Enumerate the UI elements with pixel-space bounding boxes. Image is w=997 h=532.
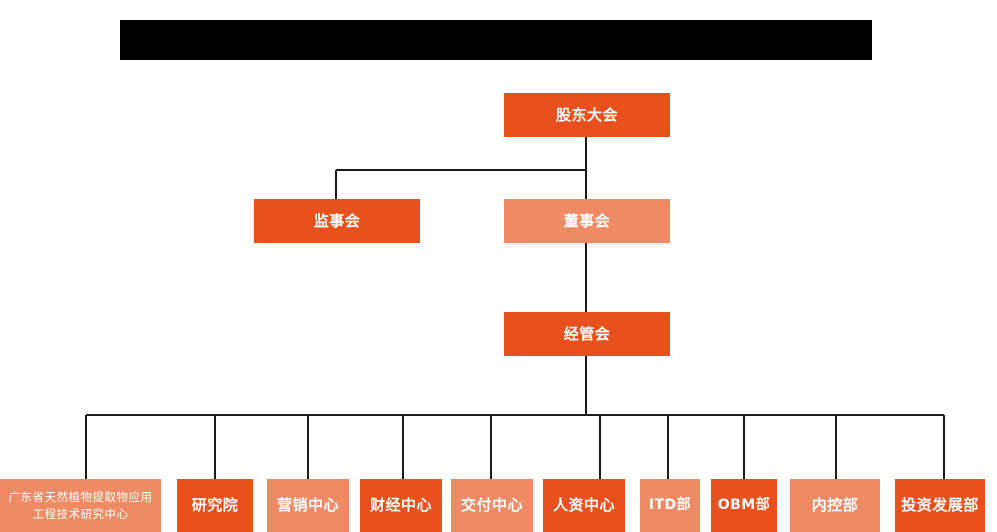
org-node-itd[interactable]: ITD部: [640, 479, 700, 532]
org-node-delivery[interactable]: 交付中心: [451, 479, 533, 532]
connector-drop-finance: [402, 415, 404, 479]
org-node-label: 财经中心: [369, 496, 432, 515]
org-node-shareholders[interactable]: 股东大会: [504, 93, 670, 137]
org-node-obm[interactable]: OBM部: [711, 479, 777, 532]
org-node-internal[interactable]: 内控部: [790, 479, 880, 532]
org-node-label: 交付中心: [460, 496, 523, 515]
org-node-research[interactable]: 研究院: [177, 479, 253, 532]
org-node-eng-center[interactable]: 广东省天然植物提取物应用工程技术研究中心: [0, 479, 161, 532]
org-node-management[interactable]: 经管会: [504, 312, 670, 356]
connector-drop-obm: [743, 415, 745, 479]
connector-drop-research: [214, 415, 216, 479]
org-node-label: 营销中心: [276, 496, 339, 515]
connector-drop-eng-center: [85, 415, 87, 479]
org-node-label: 投资发展部: [901, 496, 979, 515]
org-node-directors[interactable]: 董事会: [504, 199, 670, 243]
org-node-label: 监事会: [313, 211, 361, 230]
org-node-label: 研究院: [191, 496, 239, 515]
org-node-label: 人资中心: [552, 496, 615, 515]
org-node-label: 董事会: [563, 211, 611, 230]
connector-directors-to-management: [585, 243, 587, 312]
org-node-label: 股东大会: [555, 105, 618, 124]
connector-drop-directors: [585, 170, 587, 199]
org-node-label: 广东省天然植物提取物应用工程技术研究中心: [8, 489, 153, 521]
redacted-title-bar: [120, 20, 872, 60]
connector-drop-hr: [599, 415, 601, 479]
connector-level2-bus: [336, 169, 587, 171]
connector-drop-itd: [667, 415, 669, 479]
connector-drop-marketing: [307, 415, 309, 479]
connector-drop-delivery: [490, 415, 492, 479]
connector-departments-bus: [86, 414, 944, 416]
connector-drop-supervisors: [335, 170, 337, 199]
org-node-label: 经管会: [563, 324, 611, 343]
org-node-marketing[interactable]: 营销中心: [267, 479, 349, 532]
org-node-hr[interactable]: 人资中心: [543, 479, 625, 532]
connector-shareholders-stem: [585, 137, 587, 170]
org-node-investment[interactable]: 投资发展部: [895, 479, 985, 532]
connector-management-stem: [585, 356, 587, 415]
org-node-finance[interactable]: 财经中心: [360, 479, 442, 532]
connector-drop-internal: [835, 415, 837, 479]
org-node-label: 内控部: [811, 496, 859, 515]
org-node-supervisors[interactable]: 监事会: [254, 199, 420, 243]
org-node-label: ITD部: [648, 496, 692, 513]
connector-drop-investment: [943, 415, 945, 479]
org-node-label: OBM部: [717, 496, 771, 513]
